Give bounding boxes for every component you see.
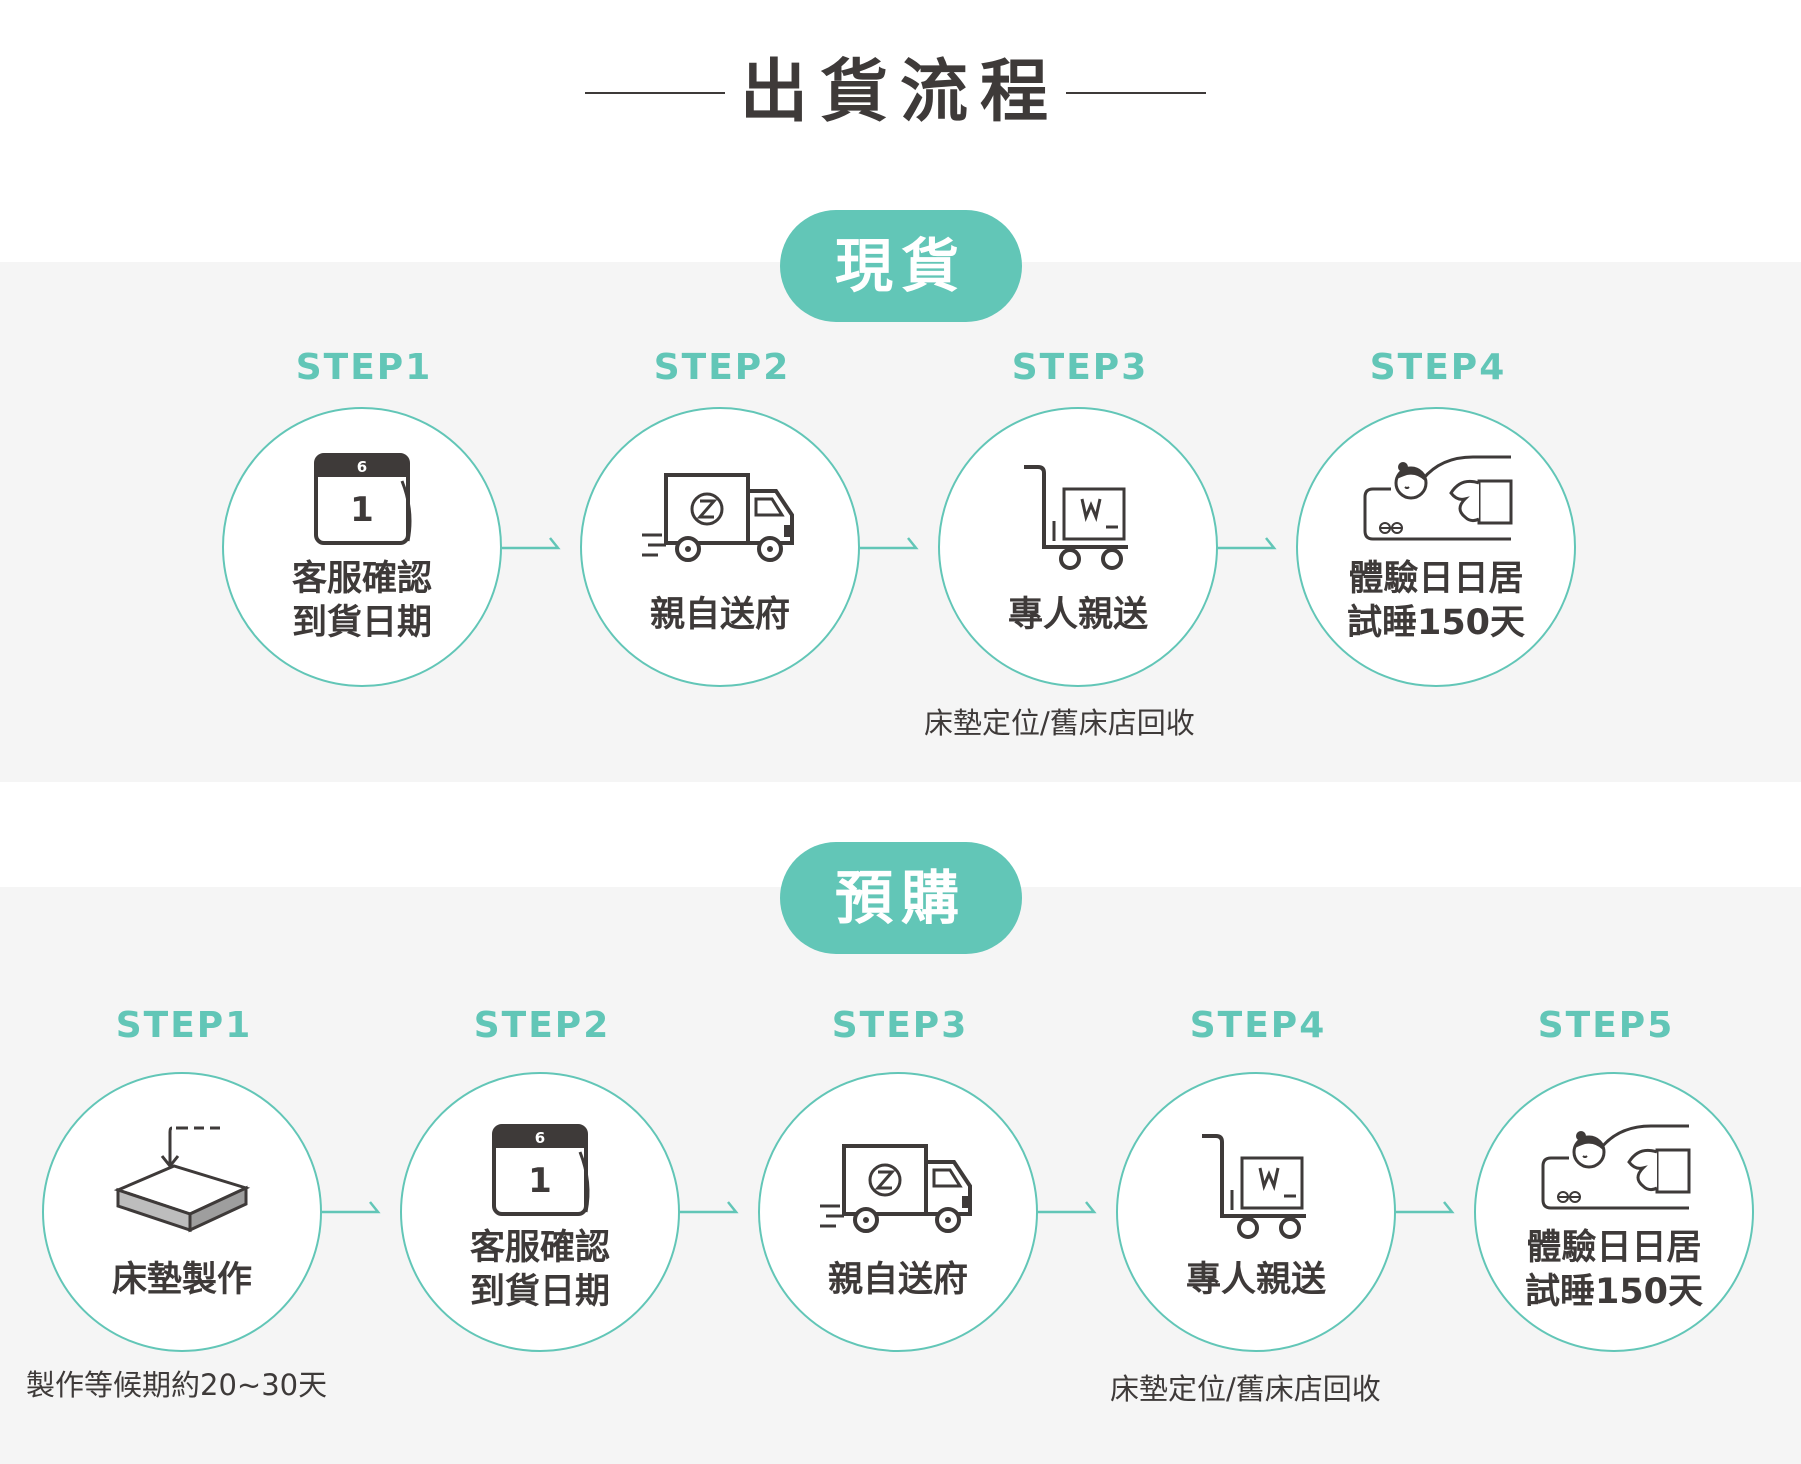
- preorder-arrow-3-icon: [1038, 1201, 1097, 1214]
- preorder-step4-label: STEP4: [1189, 1005, 1327, 1046]
- in-stock-step4-label: STEP4: [1369, 347, 1507, 388]
- preorder-step5-card: 體驗日日居 試睡150天: [1474, 1072, 1754, 1352]
- in-stock-step1-card: 6 1 客服確認 到貨日期: [222, 407, 502, 687]
- delivery-truck-icon: [642, 473, 794, 562]
- in-stock-step3-text1: 專人親送: [1007, 595, 1148, 635]
- preorder-step2-card: 6 1 客服確認 到貨日期: [400, 1072, 680, 1352]
- preorder-arrow-2-icon: [680, 1201, 739, 1214]
- in-stock-badge: 現貨: [780, 210, 1022, 322]
- preorder-step1-card: 床墊製作: [42, 1072, 322, 1352]
- in-stock-step2-card: 親自送府: [580, 407, 860, 687]
- page-header: 出貨流程: [0, 48, 1801, 138]
- calendar-icon: 6 1: [314, 453, 412, 545]
- cart-icon: [1202, 1134, 1306, 1239]
- preorder-note-right: 床墊定位/舊床店回收: [1110, 1372, 1381, 1406]
- title-divider-left: [585, 92, 725, 94]
- mattress-icon: [113, 1126, 251, 1233]
- preorder-arrow-4-icon: [1396, 1201, 1455, 1214]
- in-stock-step2-text1: 親自送府: [649, 595, 790, 635]
- cart-icon: [1024, 465, 1128, 570]
- in-stock-note: 床墊定位/舊床店回收: [924, 706, 1195, 740]
- preorder-step2-text1: 客服確認: [469, 1228, 610, 1268]
- calendar-month: 6: [535, 1129, 545, 1147]
- calendar-icon: 6 1: [492, 1124, 590, 1216]
- preorder-step2-text2: 到貨日期: [469, 1272, 610, 1312]
- calendar-day: 1: [350, 490, 374, 530]
- sleeping-person-icon: [1363, 455, 1513, 541]
- preorder-step5-text2: 試睡150天: [1524, 1272, 1704, 1312]
- preorder-step1-label: STEP1: [115, 1005, 253, 1046]
- preorder-step4-card: 專人親送: [1116, 1072, 1396, 1352]
- preorder-step3-card: 親自送府: [758, 1072, 1038, 1352]
- delivery-truck-icon: [820, 1144, 972, 1233]
- page-title: 出貨流程: [739, 53, 1060, 132]
- preorder-arrow-1-icon: [322, 1201, 381, 1214]
- preorder-step4-text1: 專人親送: [1185, 1260, 1326, 1300]
- in-stock-step1-text2: 到貨日期: [291, 603, 432, 643]
- calendar-month: 6: [357, 458, 367, 476]
- in-stock-step4-text2: 試睡150天: [1346, 603, 1526, 643]
- preorder-step5-label: STEP5: [1537, 1005, 1675, 1046]
- preorder-step3-label: STEP3: [831, 1005, 969, 1046]
- preorder-step2-label: STEP2: [473, 1005, 611, 1046]
- in-stock-step1-text1: 客服確認: [291, 559, 432, 599]
- in-stock-step1-label: STEP1: [295, 347, 433, 388]
- title-divider-right: [1066, 92, 1206, 94]
- in-stock-step4-text1: 體驗日日居: [1348, 559, 1524, 599]
- preorder-step5-text1: 體驗日日居: [1526, 1228, 1702, 1268]
- in-stock-step3-label: STEP3: [1011, 347, 1149, 388]
- preorder-note-left: 製作等候期約20~30天: [26, 1368, 328, 1402]
- preorder-badge: 預購: [780, 842, 1022, 954]
- in-stock-step4-card: 體驗日日居 試睡150天: [1296, 407, 1576, 687]
- in-stock-arrow-1-icon: [502, 537, 561, 550]
- in-stock-arrow-3-icon: [1218, 537, 1277, 550]
- in-stock-arrow-2-icon: [860, 537, 919, 550]
- in-stock-step2-label: STEP2: [653, 347, 791, 388]
- calendar-day: 1: [528, 1161, 552, 1201]
- preorder-step1-text1: 床墊製作: [111, 1260, 252, 1300]
- sleeping-person-icon: [1541, 1124, 1691, 1210]
- in-stock-step3-card: 專人親送: [938, 407, 1218, 687]
- preorder-step3-text1: 親自送府: [827, 1260, 968, 1300]
